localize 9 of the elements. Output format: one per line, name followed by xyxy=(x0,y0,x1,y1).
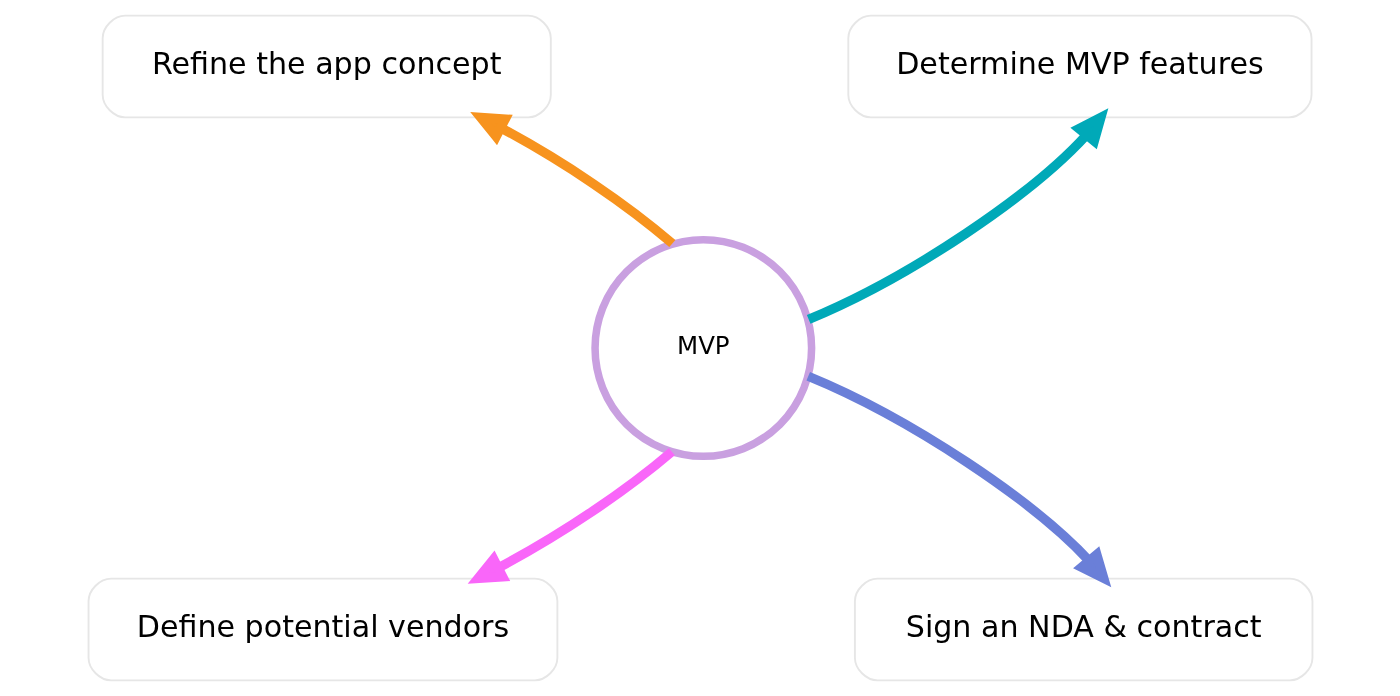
node-box: Define potential vendors xyxy=(87,577,558,682)
node-box: Sign an NDA & contract xyxy=(853,577,1313,682)
node-box: Determine MVP features xyxy=(846,14,1312,119)
node-circle: MVP xyxy=(590,235,815,461)
arrow xyxy=(805,371,1111,588)
arrow xyxy=(806,108,1108,324)
node-box: Refine the app concept xyxy=(101,14,552,119)
arrow xyxy=(467,448,675,584)
arrow xyxy=(469,111,675,248)
